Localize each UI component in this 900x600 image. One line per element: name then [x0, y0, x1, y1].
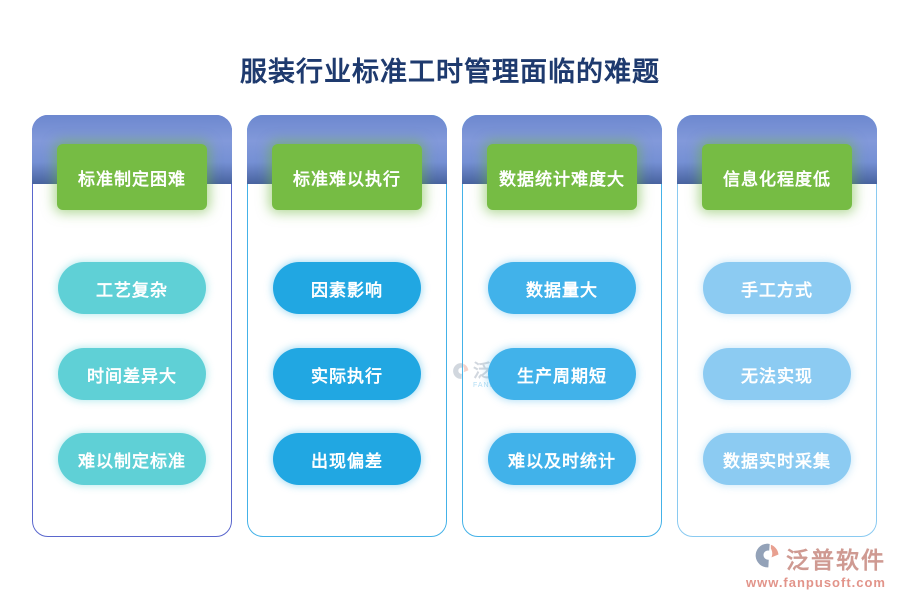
item-pill: 生产周期短 — [488, 348, 636, 400]
category-button: 数据统计难度大 — [487, 144, 637, 210]
item-pill: 数据实时采集 — [703, 433, 851, 485]
card-standard-execution: 标准难以执行 因素影响 实际执行 出现偏差 — [247, 115, 447, 537]
page-title: 服装行业标准工时管理面临的难题 — [240, 57, 660, 87]
watermark-logo-icon — [452, 362, 470, 385]
item-pill: 数据量大 — [488, 262, 636, 314]
brand-logo-icon — [754, 542, 781, 574]
card-standard-setting: 标准制定困难 工艺复杂 时间差异大 难以制定标准 — [32, 115, 232, 537]
item-pill: 难以制定标准 — [58, 433, 206, 485]
brand-footer: 泛普软件 www.fanpusoft.com — [746, 541, 886, 590]
item-pill: 工艺复杂 — [58, 262, 206, 314]
item-pill: 无法实现 — [703, 348, 851, 400]
category-button: 信息化程度低 — [702, 144, 852, 210]
card-informatization: 信息化程度低 手工方式 无法实现 数据实时采集 — [677, 115, 877, 537]
category-button: 标准难以执行 — [272, 144, 422, 210]
item-pill: 因素影响 — [273, 262, 421, 314]
brand-url: www.fanpusoft.com — [745, 575, 886, 590]
item-pill: 实际执行 — [273, 348, 421, 400]
brand-name: 泛普软件 — [786, 547, 886, 573]
item-pill: 难以及时统计 — [488, 433, 636, 485]
item-pill: 时间差异大 — [58, 348, 206, 400]
category-button: 标准制定困难 — [57, 144, 207, 210]
card-data-statistics: 数据统计难度大 数据量大 生产周期短 难以及时统计 — [462, 115, 662, 537]
item-pill: 出现偏差 — [273, 433, 421, 485]
item-pill: 手工方式 — [703, 262, 851, 314]
difficulty-columns: 标准制定困难 工艺复杂 时间差异大 难以制定标准 标准难以执行 因素影响 实际执… — [32, 115, 877, 537]
